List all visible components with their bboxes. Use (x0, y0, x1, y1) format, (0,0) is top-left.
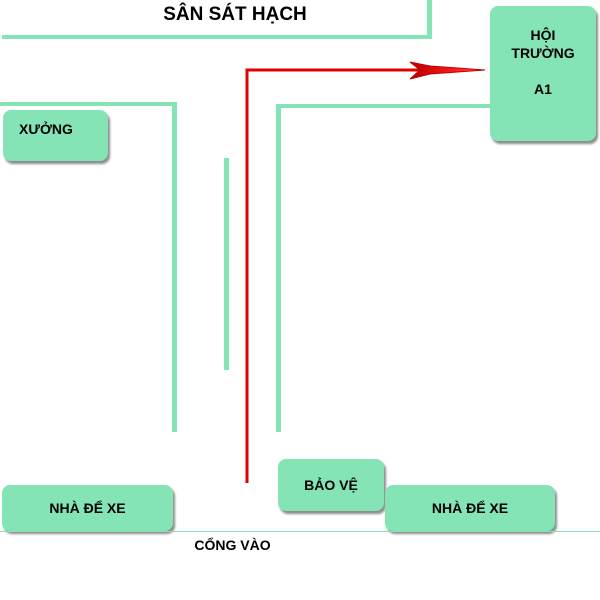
nha-de-xe-right-building: NHÀ ĐỂ XE (385, 485, 555, 531)
hoi-truong-a1-building: HỘI TRƯỜNG A1 (490, 6, 596, 141)
route-path (245, 68, 430, 483)
diagram-title: SÂN SÁT HẠCH (163, 4, 307, 25)
hoi-truong-line-1: HỘI (530, 27, 556, 43)
road-center-divider (224, 158, 229, 370)
xuong-building: XƯỞNG (3, 110, 108, 161)
gate-label: CỔNG VÀO (194, 537, 271, 553)
road-right-vertical (276, 104, 281, 432)
hoi-truong-line-3: A1 (534, 81, 552, 97)
nha-de-xe-left-label: NHÀ ĐỂ XE (49, 500, 126, 516)
nha-de-xe-right-label: NHÀ ĐỂ XE (431, 500, 509, 516)
arrow-head-icon (409, 61, 486, 80)
hoi-truong-line-2: TRƯỜNG (511, 45, 575, 61)
ground-line (0, 531, 600, 532)
road-left-vertical (172, 102, 177, 432)
bao-ve-building: BẢO VỆ (278, 459, 384, 511)
road-right-horizontal (276, 104, 492, 108)
xuong-label: XƯỞNG (19, 121, 73, 137)
bao-ve-label: BẢO VỆ (304, 477, 358, 493)
road-left-horizontal (0, 102, 176, 106)
road-top-border (2, 35, 432, 39)
road-top-border-right (427, 0, 432, 38)
nha-de-xe-left-building: NHÀ ĐỂ XE (2, 485, 173, 531)
